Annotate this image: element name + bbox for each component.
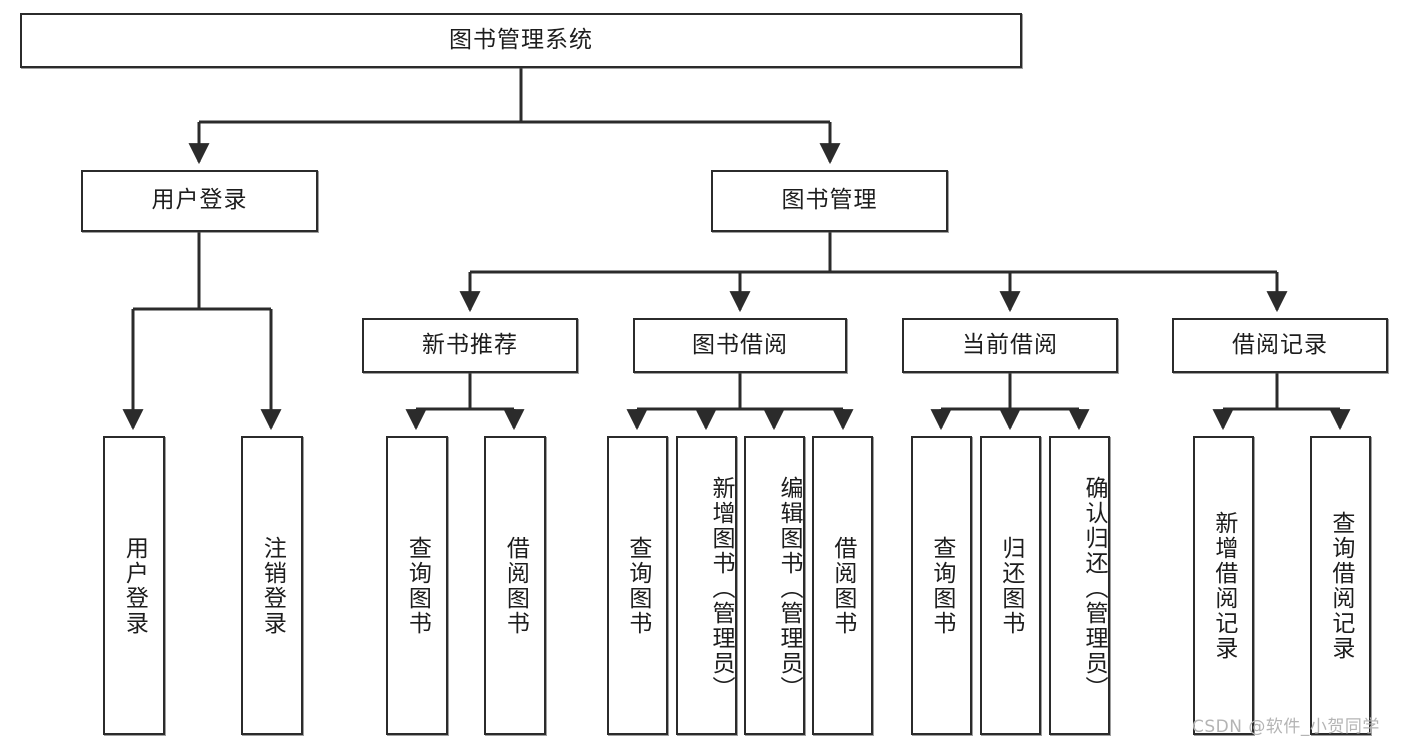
csdn-watermark: CSDN @软件_小贺同学: [1192, 717, 1380, 737]
leaf-book-borrow-borrow-book[interactable]: 借阅图书: [812, 436, 873, 735]
node-borrow-record[interactable]: 借阅记录: [1172, 318, 1388, 373]
leaf-user-login-logout[interactable]: 注销登录: [241, 436, 303, 735]
node-new-book-recommend[interactable]: 新书推荐: [362, 318, 578, 373]
leaf-new-book-borrow-book[interactable]: 借阅图书: [484, 436, 546, 735]
leaf-current-borrow-query-book[interactable]: 查询图书: [911, 436, 972, 735]
node-book-borrow[interactable]: 图书借阅: [633, 318, 847, 373]
node-root-book-management-system[interactable]: 图书管理系统: [20, 13, 1022, 68]
node-book-management[interactable]: 图书管理: [711, 170, 948, 232]
leaf-current-borrow-confirm-return-admin[interactable]: 确认归还（管理员）: [1049, 436, 1110, 735]
leaf-borrow-record-query-record[interactable]: 查询借阅记录: [1310, 436, 1371, 735]
leaf-user-login-login[interactable]: 用户登录: [103, 436, 165, 735]
node-user-login[interactable]: 用户登录: [81, 170, 318, 232]
leaf-current-borrow-return-book[interactable]: 归还图书: [980, 436, 1041, 735]
leaf-book-borrow-edit-book-admin[interactable]: 编辑图书（管理员）: [744, 436, 805, 735]
node-current-borrow[interactable]: 当前借阅: [902, 318, 1118, 373]
leaf-book-borrow-add-book-admin[interactable]: 新增图书（管理员）: [676, 436, 737, 735]
leaf-borrow-record-add-record[interactable]: 新增借阅记录: [1193, 436, 1254, 735]
leaf-new-book-query-book[interactable]: 查询图书: [386, 436, 448, 735]
leaf-book-borrow-query-book[interactable]: 查询图书: [607, 436, 668, 735]
